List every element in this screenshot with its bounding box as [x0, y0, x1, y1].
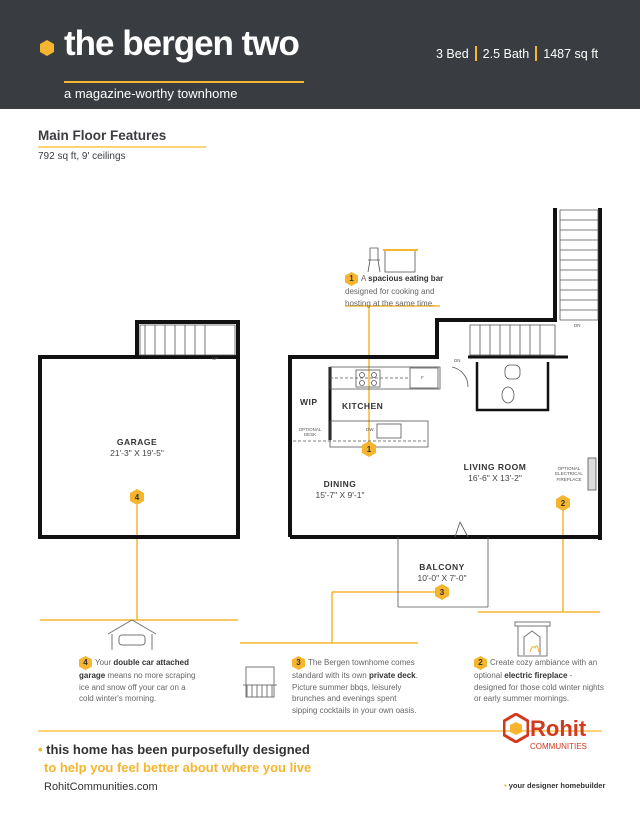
logo-subtitle: COMMUNITIES: [530, 742, 587, 751]
section-title: Main Floor Features: [38, 128, 167, 143]
badge-3: 3: [435, 584, 449, 600]
balcony-dims: 10'-0" X 7'-0": [417, 573, 467, 583]
dining-dims: 15'-7" X 9'-1": [315, 490, 365, 500]
logo-name: Rohit: [530, 716, 587, 741]
feature-badges: 1 2 3 4: [130, 441, 570, 600]
floor-plan: 1 2 3 4: [38, 208, 602, 698]
optional-desk-label: OPTIONAL DESK: [298, 427, 322, 438]
divider: [474, 46, 477, 61]
page-subtitle: a magazine-worthy townhome: [64, 86, 238, 101]
svg-text:2: 2: [561, 499, 566, 508]
tagline-line-2: to help you feel better about where you …: [44, 760, 312, 775]
stairs-down-label: DN: [454, 358, 461, 363]
logo-tagline: • your designer homebuilder: [504, 781, 606, 790]
walls: [38, 208, 602, 540]
baths-stat: 2.5 Bath: [482, 46, 530, 61]
home-stats: 3 Bed 2.5 Bath 1487 sq ft: [436, 46, 598, 61]
fireplace-icon: [514, 621, 551, 657]
divider: [535, 46, 538, 61]
tagline-line-1: • this home has been purposefully design…: [38, 742, 310, 757]
garage-label: GARAGE: [116, 437, 158, 447]
beds-stat: 3 Bed: [436, 46, 469, 61]
balcony-label: BALCONY: [419, 562, 465, 572]
area-stat: 1487 sq ft: [543, 46, 599, 61]
badge-1: 1: [362, 441, 376, 457]
badge-2: 2: [556, 495, 570, 511]
garage-stairs-up: UP: [212, 356, 219, 361]
garage-car-icon: [107, 619, 157, 650]
living-room-dims: 16'-6" X 13'-2": [468, 473, 522, 483]
stairs: [139, 209, 599, 356]
dining-label: DINING: [323, 479, 357, 489]
svg-text:3: 3: [440, 588, 445, 597]
dishwasher-label: DW: [366, 427, 374, 432]
living-room-label: LIVING ROOM: [463, 462, 527, 472]
stairs-down-label-2: DN: [574, 323, 581, 328]
svg-text:1: 1: [367, 445, 372, 454]
floor-plan-icons: [107, 619, 551, 698]
section-underline: [38, 146, 206, 148]
balcony-door-icon: [243, 666, 277, 698]
callout-lines: [40, 305, 600, 644]
page-title: the bergen two: [64, 24, 300, 63]
rohit-logo-cube-icon: [503, 713, 529, 743]
footer-divider: [38, 730, 602, 732]
wip-label: WIP: [300, 397, 318, 407]
section-subtitle: 792 sq ft, 9' ceilings: [38, 151, 126, 162]
website-link[interactable]: RohitCommunities.com: [44, 781, 158, 793]
fridge-label: F: [421, 375, 424, 380]
fixtures: [293, 247, 597, 608]
garage-dims: 21'-3" X 19'-5": [110, 448, 164, 458]
kitchen-label: KITCHEN: [342, 401, 384, 411]
header-banner: [0, 0, 640, 109]
fireplace-label: OPTIONAL ELECTRICAL FIREPLACE: [555, 466, 583, 482]
title-underline: [64, 81, 304, 83]
badge-4: 4: [130, 489, 144, 505]
svg-text:4: 4: [135, 493, 140, 502]
hexagon-bullet-icon: [40, 40, 54, 56]
